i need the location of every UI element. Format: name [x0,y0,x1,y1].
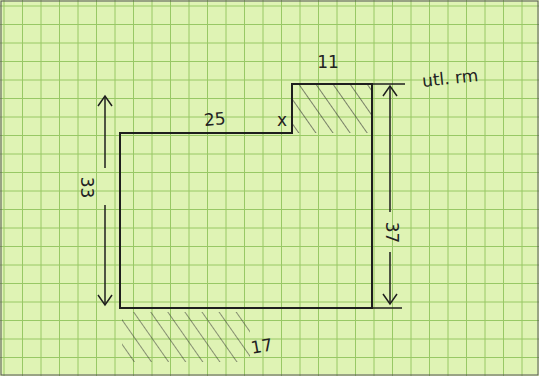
grid-line [0,6,539,7]
grid-line [300,0,301,376]
grid-line [0,117,539,118]
hatched-area [292,84,372,133]
dimension-label: 11 [317,54,339,71]
grid-line [355,0,356,376]
room-note: utl. rm [421,67,479,90]
note-mark: x [277,112,287,129]
grid-line [0,302,539,303]
grid-line [59,0,60,376]
grid-line [263,0,264,376]
grid-line [41,0,42,376]
grid-line [0,283,539,284]
grid-line [0,154,539,155]
dimension-arrow [98,96,112,305]
grid-line [0,24,539,25]
grid-line [0,135,539,136]
grid-line [0,265,539,266]
grid-line [392,0,393,376]
grid-line [485,0,486,376]
grid-line [503,0,504,376]
grid-line [0,43,539,44]
grid-line [448,0,449,376]
grid-line [0,209,539,210]
grid-line [0,172,539,173]
grid-line [0,61,539,62]
grid-line [374,0,375,376]
grid-line [0,320,539,321]
grid-line [0,228,539,229]
grid-line [466,0,467,376]
dimension-label: 37 [383,221,400,243]
grid-line [0,246,539,247]
grid-line [96,0,97,376]
extension-line [372,307,402,309]
grid-line [411,0,412,376]
extension-line [372,83,405,85]
grid-line [115,0,116,376]
grid-line [429,0,430,376]
grid-line [522,0,523,376]
grid-line [22,0,23,376]
dimension-label: 25 [203,110,226,129]
dimension-label: 17 [250,336,274,356]
hatched-area [122,312,250,362]
dimension-label: 33 [78,176,95,198]
grid-line [0,98,539,99]
grid-line [0,357,539,358]
grid-line [4,0,5,376]
grid-line [281,0,282,376]
room-outline [120,84,372,308]
dimension-arrow [383,86,397,304]
